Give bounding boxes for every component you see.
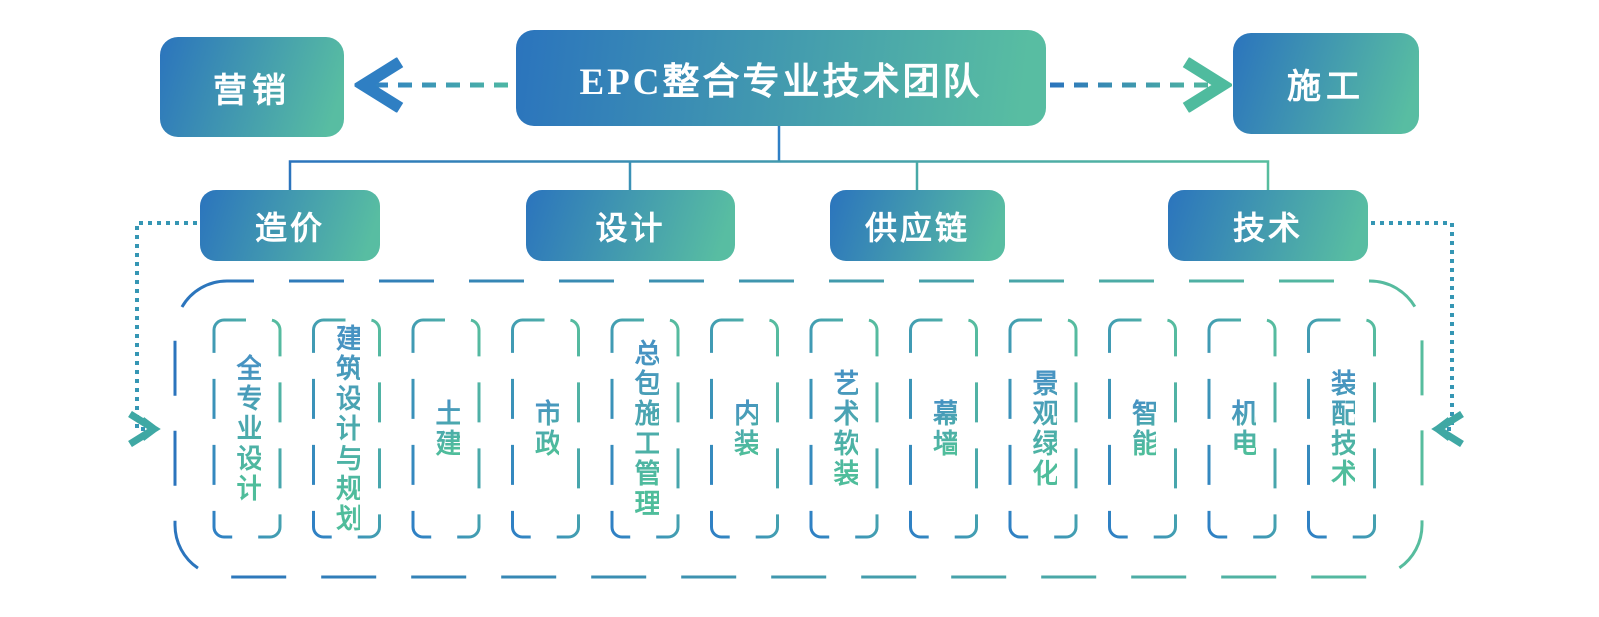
specialties-container-border xyxy=(173,279,1424,579)
branch-cost-label: 造价 xyxy=(254,209,325,246)
branch-rail-line xyxy=(288,160,1270,190)
specialty-item: 幕墙 xyxy=(911,320,977,537)
specialty-label: 全专业设计 xyxy=(232,353,263,504)
specialty-item: 内装 xyxy=(712,320,778,537)
branch-tech-label: 技术 xyxy=(1232,209,1303,246)
node-root: EPC整合专业技术团队 xyxy=(516,30,1046,126)
node-construction: 施工 xyxy=(1233,33,1419,134)
specialty-item: 土建 xyxy=(413,320,479,537)
branch-design-label: 设计 xyxy=(595,209,666,246)
node-marketing-label: 营销 xyxy=(213,72,291,110)
specialty-label: 幕墙 xyxy=(929,398,959,459)
node-construction-label: 施工 xyxy=(1287,69,1365,106)
specialty-label: 装配技术 xyxy=(1327,368,1357,489)
specialty-item: 建筑设计与规划 xyxy=(314,320,380,537)
specialty-label: 机电 xyxy=(1227,398,1258,459)
specialty-item: 智能 xyxy=(1110,320,1176,537)
dotted-loop-right xyxy=(1371,221,1452,429)
specialty-item: 市政 xyxy=(513,320,579,537)
specialty-item: 装配技术 xyxy=(1309,320,1375,537)
specialty-item: 艺术软装 xyxy=(811,320,877,537)
specialty-item: 景观绿化 xyxy=(1010,320,1076,537)
specialty-borders xyxy=(212,318,1376,539)
specialty-label: 总包施工管理 xyxy=(630,338,661,519)
specialty-item: 机电 xyxy=(1209,320,1275,537)
branch-supply: 供应链 xyxy=(830,190,1005,261)
branch-tech: 技术 xyxy=(1168,190,1368,261)
branch-design: 设计 xyxy=(526,190,735,261)
specialty-label: 艺术软装 xyxy=(829,368,860,489)
node-marketing: 营销 xyxy=(160,37,344,137)
specialty-label: 景观绿化 xyxy=(1028,368,1059,489)
specialty-label: 建筑设计与规划 xyxy=(332,323,362,534)
branch-supply-label: 供应链 xyxy=(864,209,970,246)
specialty-item: 全专业设计 xyxy=(214,320,280,537)
specialty-label: 市政 xyxy=(531,398,561,459)
tree-connectors xyxy=(288,126,1270,190)
specialty-label: 内装 xyxy=(730,398,760,459)
specialty-item: 总包施工管理 xyxy=(612,320,678,537)
dotted-loop-left xyxy=(137,221,197,429)
node-root-label: EPC整合专业技术团队 xyxy=(579,62,983,103)
branch-cost: 造价 xyxy=(200,190,380,261)
specialty-label: 智能 xyxy=(1128,398,1158,459)
specialty-label: 土建 xyxy=(431,398,462,459)
